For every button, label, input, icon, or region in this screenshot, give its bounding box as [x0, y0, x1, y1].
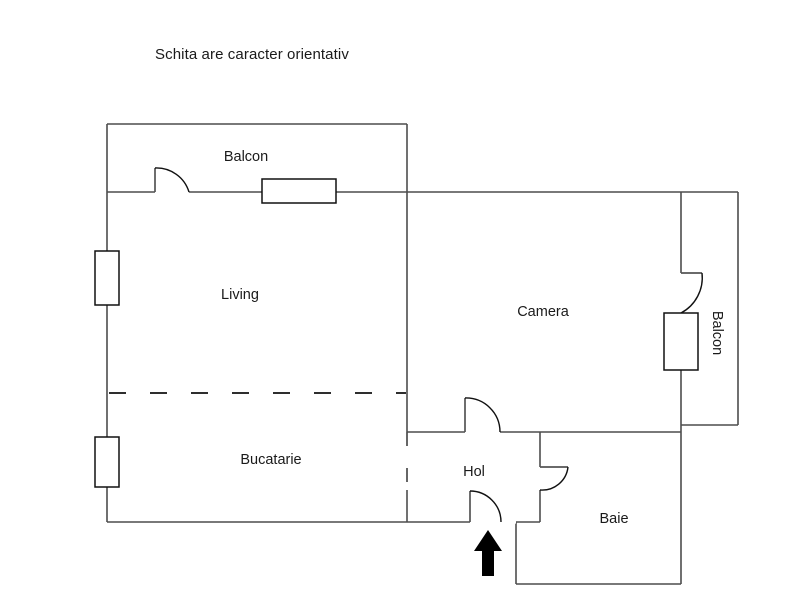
door-balcon-right[interactable] [679, 272, 703, 314]
room-label-camera: Camera [517, 304, 570, 320]
entrance-direction-arrow [474, 530, 502, 576]
door-swing-arc [464, 397, 501, 433]
door-balcon-top[interactable] [154, 167, 190, 194]
room-labels: Balcon Living Bucatarie Camera Balcon Ho… [221, 149, 725, 527]
door-entrance[interactable] [469, 490, 516, 524]
window-balcon-right [663, 312, 699, 371]
entry-arrow [474, 530, 502, 576]
room-label-balcon-right: Balcon [709, 311, 725, 355]
room-label-balcon-top: Balcon [224, 149, 268, 165]
door-camera-hol[interactable] [464, 397, 501, 434]
room-label-bucatarie: Bucatarie [240, 452, 301, 468]
door-swing-arc [469, 490, 502, 523]
door-swing-arc [539, 466, 569, 491]
door-swing-arc [154, 167, 190, 193]
window-living [94, 250, 120, 306]
plan-title: Schita are caracter orientativ [155, 46, 349, 63]
window-balcon-top [261, 178, 337, 204]
door-baie[interactable] [538, 466, 569, 491]
door-swing-arc [680, 272, 703, 314]
room-label-living: Living [221, 287, 259, 303]
window-bucatarie [94, 436, 120, 488]
room-label-baie: Baie [599, 511, 628, 527]
room-label-hol: Hol [463, 464, 485, 480]
structural-walls [106, 123, 739, 585]
